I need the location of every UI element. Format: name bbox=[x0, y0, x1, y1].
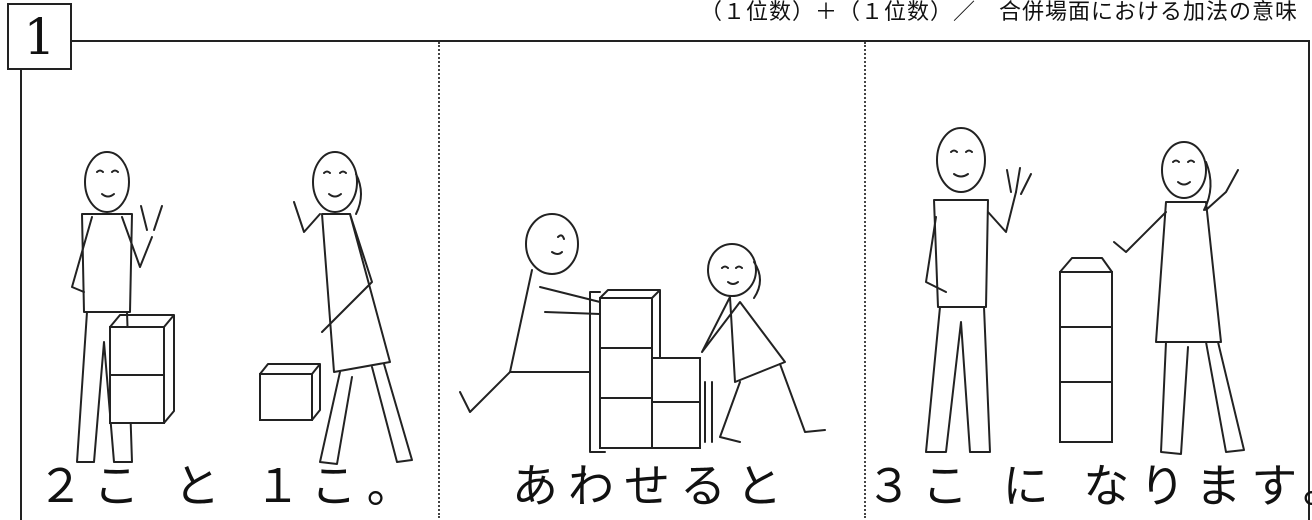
worksheet-frame bbox=[20, 40, 1310, 520]
problem-number: 1 bbox=[7, 3, 72, 70]
panel-result-three: ３こ に なります。 bbox=[866, 42, 1312, 518]
panel-caption: あわせると bbox=[512, 459, 792, 514]
illustration-boy-girl-blocks bbox=[22, 42, 438, 518]
illustration-pushing-blocks bbox=[440, 42, 864, 518]
panel-caption: ２こ と １こ。 bbox=[37, 459, 423, 514]
panel-combine: あわせると bbox=[440, 42, 864, 518]
panel-divider bbox=[438, 42, 440, 518]
topic-heading: （１位数）＋（１位数）／ 合併場面における加法の意味 bbox=[699, 0, 1298, 25]
panel-caption: ３こ に なります。 bbox=[866, 459, 1312, 514]
illustration-three-blocks bbox=[866, 42, 1310, 518]
panel-two-and-one: ２こ と １こ。 bbox=[22, 42, 438, 518]
panel-divider bbox=[864, 42, 866, 518]
